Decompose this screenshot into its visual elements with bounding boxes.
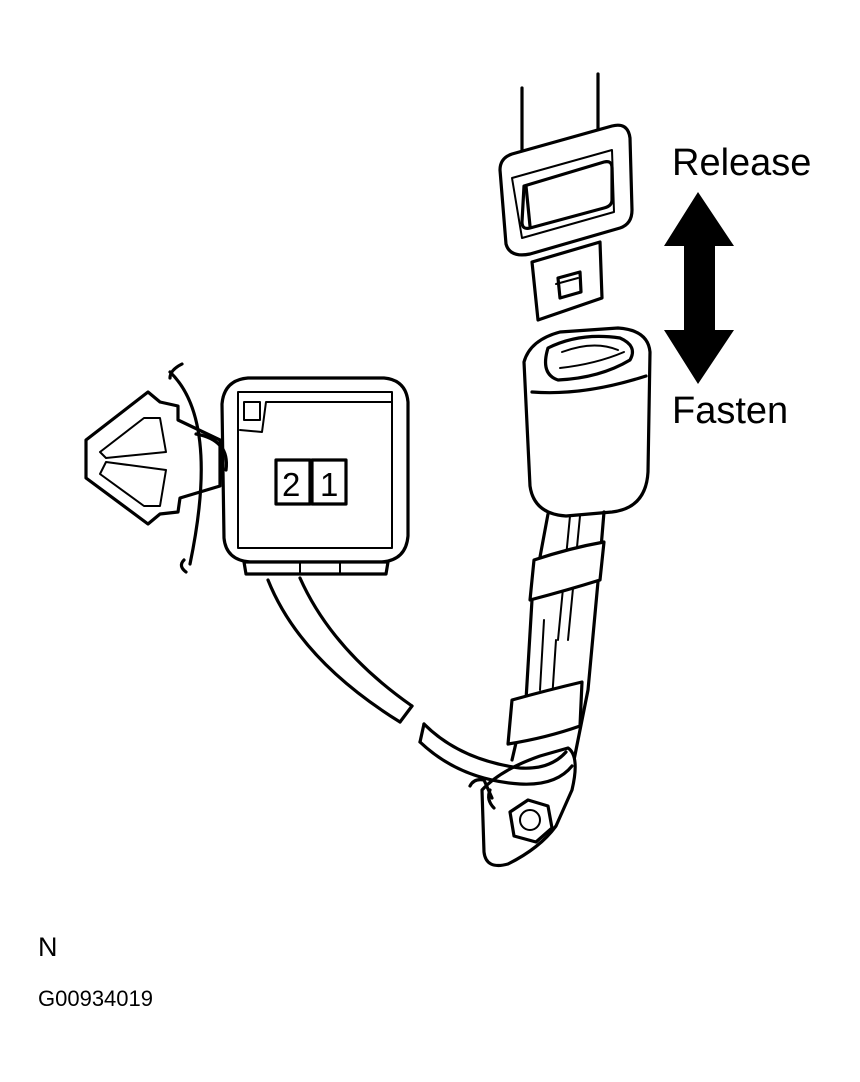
mounting-clip [84,362,229,574]
buckle-strap [506,510,606,762]
tongue-plate [498,123,634,322]
connector-pin-2: 2 [282,466,300,503]
buckle-body [522,326,652,518]
belt-webbing [520,72,600,154]
connector-pin-1: 1 [320,466,338,503]
anchor-bracket [468,746,577,868]
release-label: Release [672,142,812,184]
connector-housing [220,376,410,576]
figure-code: G00934019 [38,986,153,1011]
release-fasten-arrow-icon [664,192,734,384]
sensor-wire [266,576,574,786]
view-letter: N [38,932,58,962]
fasten-label: Fasten [672,390,789,432]
